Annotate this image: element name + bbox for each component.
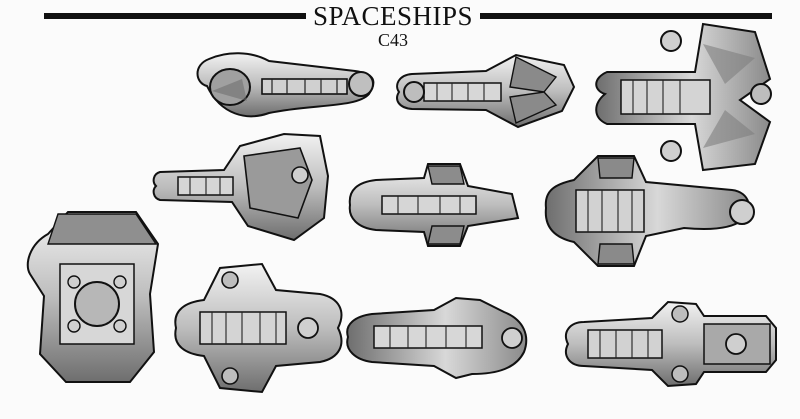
header-rule-right — [480, 13, 772, 19]
product-code: C43 — [377, 30, 408, 50]
spaceship-model-6 — [544, 155, 755, 267]
spaceship-model-3 — [595, 22, 772, 172]
spaceship-model-9 — [346, 296, 528, 380]
spaceship-model-4 — [152, 132, 330, 242]
page-title: SPACESHIPS — [312, 1, 474, 31]
spaceship-model-2 — [396, 53, 576, 129]
header-rule-left — [44, 13, 306, 19]
spaceship-model-1 — [196, 52, 375, 118]
spaceship-model-5 — [348, 163, 520, 247]
spaceship-model-8 — [174, 262, 343, 394]
spaceship-model-7 — [26, 211, 160, 383]
spaceship-model-10 — [565, 300, 777, 388]
